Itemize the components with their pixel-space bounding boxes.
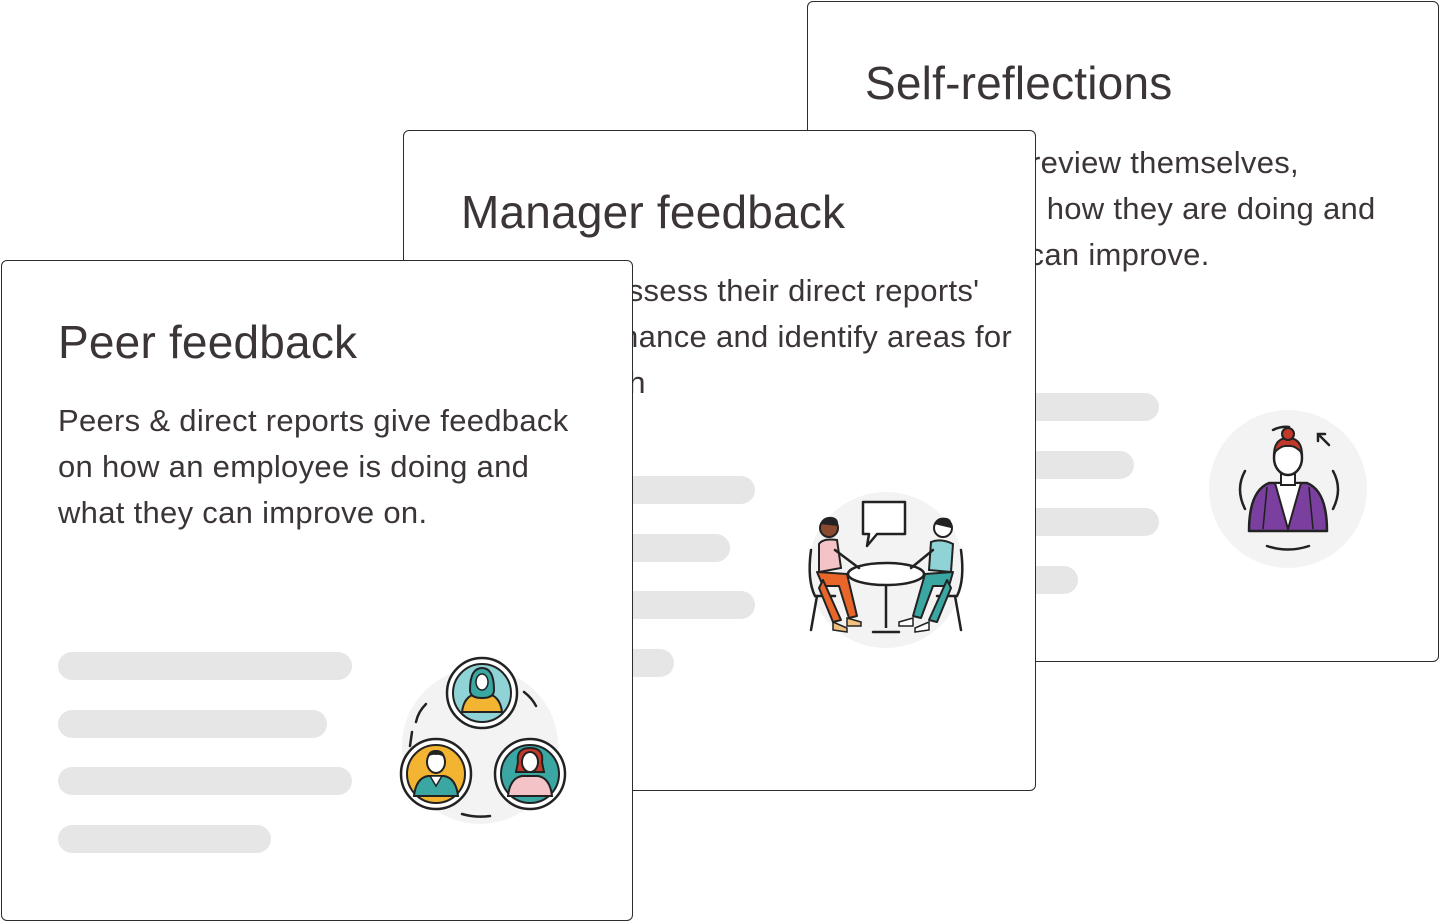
card-title: Peer feedback [58, 316, 358, 368]
self-reflection-icon [1209, 410, 1367, 568]
card-description: Peers & direct reports give feedback on … [58, 403, 569, 530]
card-title: Self-reflections [865, 57, 1173, 109]
placeholder-line [58, 710, 327, 738]
placeholder-line [58, 652, 352, 680]
peer-feedback-card[interactable]: Peer feedback Peers & direct reports giv… [1, 260, 633, 921]
placeholder-line [58, 767, 352, 795]
peer-circle-icon [399, 656, 567, 824]
card-title: Manager feedback [461, 186, 846, 238]
placeholder-line [58, 825, 271, 853]
meeting-table-icon [808, 492, 964, 648]
